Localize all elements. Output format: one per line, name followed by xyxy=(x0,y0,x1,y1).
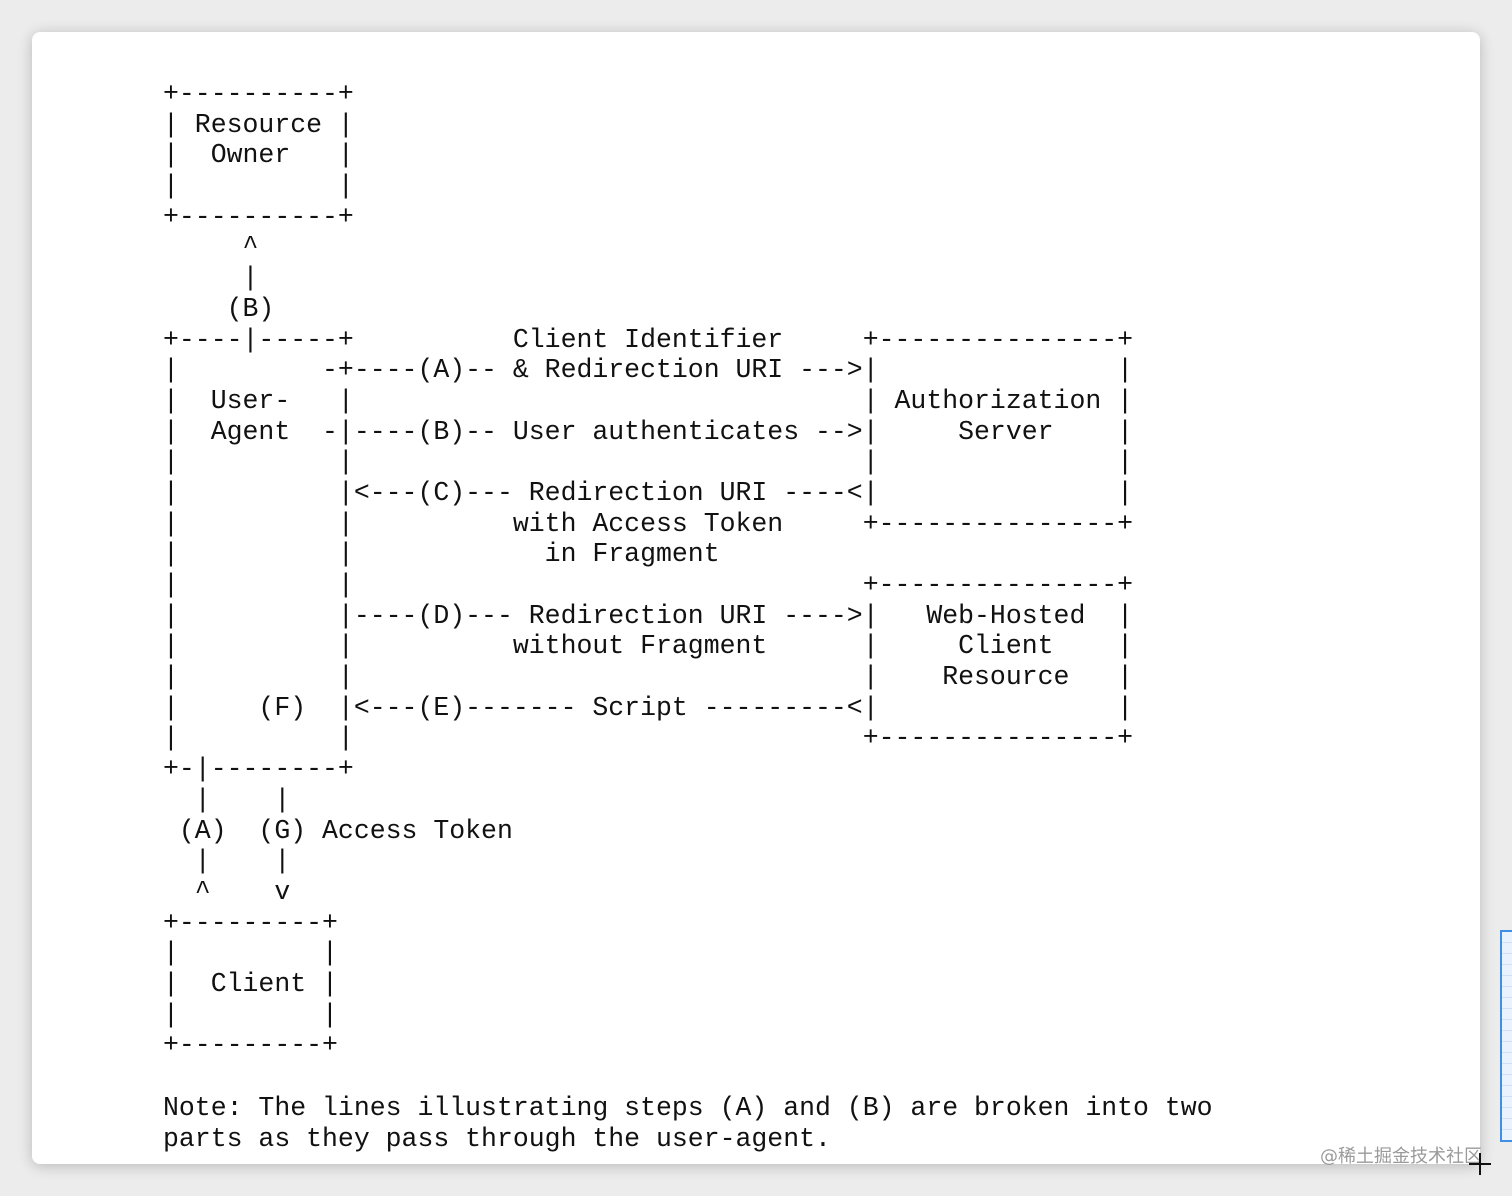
diagram-line: | | with Access Token +---------------+ xyxy=(163,508,1134,539)
diagram-line: | | xyxy=(163,999,338,1030)
diagram-line: (A) (G) Access Token xyxy=(163,815,513,846)
crosshair-cursor-icon xyxy=(1469,1153,1491,1175)
diagram-line: | Client | xyxy=(163,968,338,999)
diagram-line: | User- | | Authorization | xyxy=(163,385,1134,416)
document-page xyxy=(32,32,1480,1164)
diagram-line: | | +---------------+ xyxy=(163,723,1134,754)
note-line-2: parts as they pass through the user-agen… xyxy=(163,1123,831,1154)
diagram-line: | | | | xyxy=(163,447,1134,478)
diagram-line: +-|--------+ xyxy=(163,754,354,785)
watermark: @稀土掘金技术社区 xyxy=(1320,1146,1482,1167)
diagram-line: | | xyxy=(163,171,354,202)
diagram-line: | xyxy=(163,263,259,294)
side-panel-edge[interactable] xyxy=(1500,930,1512,1142)
oauth-implicit-flow-diagram: +----------+| Resource || Owner || |+---… xyxy=(163,79,1133,1061)
diagram-line: | (F) |<---(E)------- Script ---------<|… xyxy=(163,692,1134,723)
diagram-line: | | without Fragment | Client | xyxy=(163,631,1134,662)
diagram-line: | |----(D)--- Redirection URI ---->| Web… xyxy=(163,600,1134,631)
diagram-line: | Agent -|----(B)-- User authenticates -… xyxy=(163,416,1134,447)
diagram-line: +----|-----+ Client Identifier +--------… xyxy=(163,324,1134,355)
diagram-line: | | in Fragment xyxy=(163,539,720,570)
diagram-line: | -+----(A)-- & Redirection URI --->| | xyxy=(163,355,1134,386)
diagram-line: (B) xyxy=(163,293,275,324)
diagram-line: | | +---------------+ xyxy=(163,570,1134,600)
diagram-note: Note: The lines illustrating steps (A) a… xyxy=(163,1093,1213,1154)
diagram-line: +----------+ xyxy=(163,79,354,109)
diagram-line: | | xyxy=(163,846,291,877)
diagram-line: ^ v xyxy=(163,876,291,907)
diagram-line: +---------+ xyxy=(163,1030,338,1061)
diagram-line: | |<---(C)--- Redirection URI ----<| | xyxy=(163,477,1134,508)
diagram-line: | | | Resource | xyxy=(163,662,1134,693)
diagram-line: | | xyxy=(163,938,338,969)
diagram-line: +---------+ xyxy=(163,907,338,938)
diagram-line: ^ xyxy=(163,232,259,263)
diagram-line: | | xyxy=(163,784,291,815)
diagram-line: | Owner | xyxy=(163,140,354,171)
diagram-line: +----------+ xyxy=(163,201,354,232)
diagram-line: | Resource | xyxy=(163,109,354,140)
note-line-1: Note: The lines illustrating steps (A) a… xyxy=(163,1093,1213,1123)
